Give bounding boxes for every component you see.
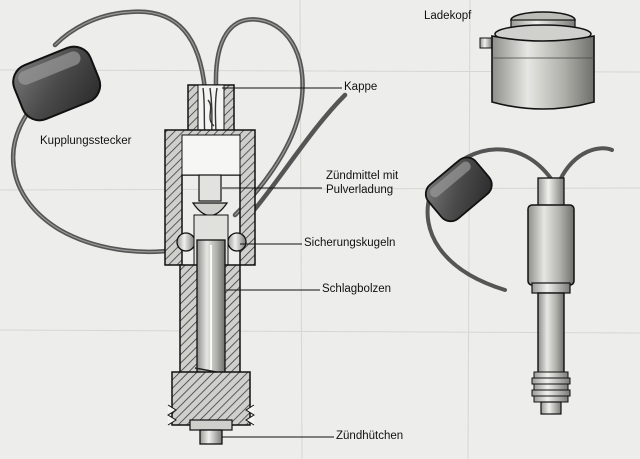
label-zuendmittel-line2: Pulverladung [326, 184, 394, 196]
leader-lines [222, 87, 342, 438]
kupplungsstecker-plug-left [12, 45, 102, 122]
cross-section-assembly [164, 84, 256, 445]
kupplungsstecker-plug-right [424, 156, 493, 223]
label-kappe: Kappe [344, 81, 378, 93]
label-sicherungskugeln: Sicherungskugeln [304, 237, 396, 249]
assembled-cartridge [527, 177, 575, 415]
ladekopf-part [479, 11, 595, 110]
label-zuendhuetchen: Zündhütchen [336, 430, 404, 442]
label-zuendmittel-line1: Zündmittel mit [326, 170, 399, 182]
label-kupplungsstecker: Kupplungsstecker [40, 135, 132, 147]
label-ladekopf: Ladekopf [424, 10, 472, 22]
label-schlagbolzen: Schlagbolzen [322, 283, 392, 295]
